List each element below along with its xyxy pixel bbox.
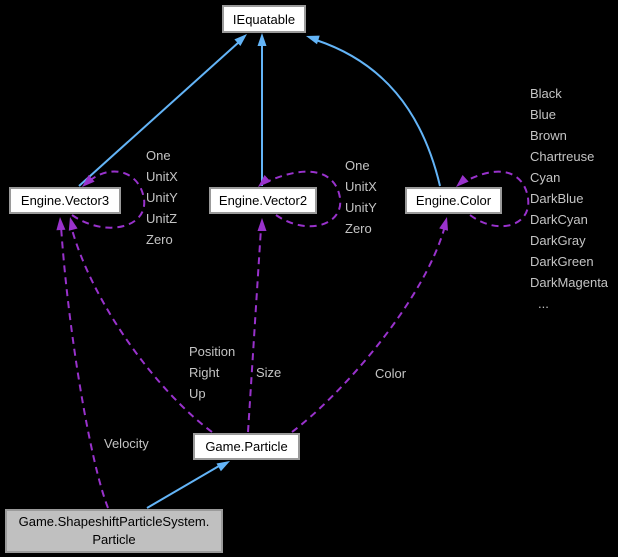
member-label: Black: [530, 86, 562, 101]
vector2-members-list: One UnitX UnitY Zero: [345, 155, 377, 239]
arrowhead-icon: [56, 217, 66, 231]
member-label: Blue: [530, 107, 557, 122]
arrowhead-icon: [306, 35, 320, 45]
member-label: DarkCyan: [530, 212, 588, 227]
edge-label: Up: [189, 386, 206, 401]
edge-label: Right: [189, 365, 220, 380]
edge-color-iequatable: [315, 39, 441, 187]
member-label: One: [146, 148, 171, 163]
member-label: UnitX: [146, 169, 178, 184]
edge-shapeshift-particle: [146, 465, 220, 509]
node-game-particle[interactable]: Game.Particle: [193, 433, 300, 460]
node-shapeshift-particle[interactable]: Game.ShapeshiftParticleSystem. Particle: [5, 509, 223, 553]
node-engine-vector3[interactable]: Engine.Vector3: [9, 187, 121, 214]
arrowhead-icon: [82, 175, 95, 187]
edge-particle-color: [291, 225, 446, 433]
node-engine-vector2[interactable]: Engine.Vector2: [209, 187, 317, 214]
member-label: DarkBlue: [530, 191, 584, 206]
edge-label-size: Size: [256, 365, 282, 380]
inheritance-edges: [78, 39, 441, 509]
member-label: Chartreuse: [530, 149, 595, 164]
inheritance-arrowheads: [216, 33, 320, 472]
member-label: Brown: [530, 128, 567, 143]
edge-label-color: Color: [375, 366, 407, 381]
node-label-line1: Game.ShapeshiftParticleSystem.: [18, 514, 210, 529]
member-label: ...: [538, 296, 549, 311]
edge-label-velocity: Velocity: [104, 436, 149, 451]
member-label: One: [345, 158, 370, 173]
member-label: UnitX: [345, 179, 377, 194]
particle-vector3-edge-labels: Position Right Up: [189, 341, 235, 404]
arrowhead-icon: [258, 175, 271, 187]
node-label-line2: Particle: [92, 532, 136, 547]
node-engine-color[interactable]: Engine.Color: [405, 187, 502, 214]
arrowhead-icon: [68, 217, 78, 231]
edge-vector3-iequatable: [78, 41, 240, 187]
member-label: DarkGray: [530, 233, 586, 248]
node-iequatable[interactable]: IEquatable: [222, 5, 306, 33]
arrowhead-icon: [257, 218, 267, 231]
usage-arrowheads: [56, 175, 469, 231]
usage-edges: [60, 170, 530, 509]
member-label: Cyan: [530, 170, 561, 185]
edge-color-self-loop: [461, 170, 530, 228]
member-label: Zero: [345, 221, 372, 236]
member-label: DarkMagenta: [530, 275, 609, 290]
edge-vector2-self-loop: [263, 170, 342, 228]
member-label: DarkGreen: [530, 254, 594, 269]
arrowhead-icon: [456, 175, 469, 187]
arrowhead-icon: [439, 217, 448, 231]
arrowhead-icon: [216, 461, 230, 472]
member-label: UnitZ: [146, 211, 178, 226]
edge-shapeshift-vector3: [60, 225, 109, 509]
member-label: UnitY: [146, 190, 178, 205]
edge-particle-vector3: [70, 225, 213, 433]
vector3-members-list: One UnitX UnitY UnitZ Zero: [146, 145, 178, 250]
edge-label: Position: [189, 344, 236, 359]
member-label: Zero: [146, 232, 173, 247]
arrowhead-icon: [234, 34, 247, 46]
edge-particle-vector2: [247, 227, 262, 433]
arrowhead-icon: [257, 33, 267, 46]
color-members-list: Black Blue Brown Chartreuse Cyan DarkBlu…: [530, 83, 608, 314]
member-label: UnitY: [345, 200, 377, 215]
